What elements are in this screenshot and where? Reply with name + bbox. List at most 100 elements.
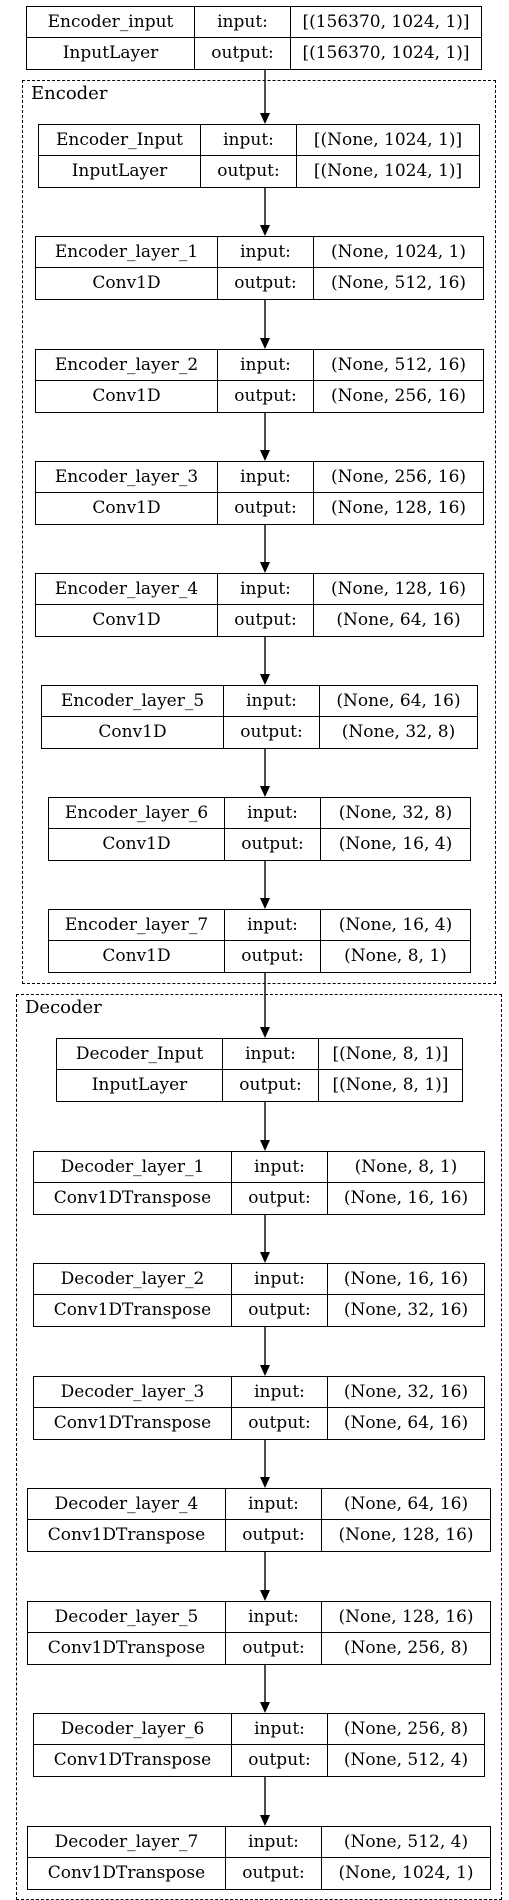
layer-name: Decoder_layer_6 — [34, 1714, 232, 1745]
input-label: input: — [232, 1377, 328, 1408]
input-label: input: — [201, 125, 297, 156]
output-label: output: — [225, 829, 321, 860]
output-label: output: — [226, 1858, 322, 1889]
output-label: output: — [226, 1520, 322, 1551]
layer-type: Conv1D — [36, 605, 218, 636]
output-shape: (None, 64, 16) — [336, 610, 461, 630]
output-shape: (None, 256, 16) — [330, 386, 467, 406]
output-label: output: — [195, 38, 291, 69]
input-shape: (None, 512, 4) — [322, 1827, 490, 1858]
input-label: input: — [218, 462, 314, 493]
input-shape: [(156370, 1024, 1)] — [291, 7, 481, 38]
output-label: output: — [223, 1070, 319, 1101]
input-label: input: — [218, 350, 314, 381]
output-label: output: — [232, 1183, 328, 1214]
output-shape: [(None, 8, 1)] — [332, 1075, 449, 1095]
output-label: output: — [232, 1745, 328, 1776]
output-shape: (None, 512, 16) — [330, 273, 467, 293]
layer-name: Encoder_input — [27, 7, 195, 38]
layer-type: InputLayer — [57, 1070, 223, 1101]
output-label: output: — [218, 268, 314, 299]
output-shape: (None, 64, 16) — [343, 1413, 469, 1433]
output-shape: (None, 128, 16) — [330, 498, 467, 518]
layer-name: Encoder_layer_2 — [36, 350, 218, 381]
layer-type: Conv1DTranspose — [28, 1633, 226, 1664]
layer-name: Decoder_layer_3 — [34, 1377, 232, 1408]
input-label: input: — [195, 7, 291, 38]
input-label: input: — [225, 798, 321, 829]
input-shape: (None, 64, 16) — [320, 686, 477, 717]
layer-type: Conv1DTranspose — [34, 1295, 232, 1326]
input-shape: (None, 32, 16) — [328, 1377, 484, 1408]
layer-type: Conv1DTranspose — [28, 1858, 226, 1889]
layer-type: Conv1D — [49, 829, 225, 860]
input-shape: [(None, 1024, 1)] — [297, 125, 479, 156]
output-shape: [(156370, 1024, 1)] — [302, 43, 470, 63]
output-shape: (None, 16, 4) — [338, 834, 453, 854]
layer-name: Decoder_layer_4 — [28, 1489, 226, 1520]
layer-name: Encoder_layer_1 — [36, 237, 218, 268]
layer-type: Conv1D — [36, 381, 218, 412]
layer-name: Encoder_layer_4 — [36, 574, 218, 605]
output-shape: [(None, 1024, 1)] — [313, 161, 463, 181]
output-label: output: — [232, 1295, 328, 1326]
layer-type: Conv1D — [36, 268, 218, 299]
output-shape: (None, 32, 16) — [343, 1300, 469, 1320]
output-label: output: — [225, 941, 321, 972]
input-label: input: — [232, 1264, 328, 1295]
layer-type: Conv1D — [42, 717, 224, 748]
output-label: output: — [226, 1633, 322, 1664]
layer-name: Encoder_layer_3 — [36, 462, 218, 493]
input-label: input: — [224, 686, 320, 717]
input-shape: (None, 8, 1) — [328, 1152, 484, 1183]
output-shape: (None, 128, 16) — [338, 1525, 474, 1545]
layer-name: Decoder_layer_1 — [34, 1152, 232, 1183]
output-shape: (None, 256, 8) — [343, 1638, 469, 1658]
layer-name: Encoder_layer_7 — [49, 910, 225, 941]
output-shape: (None, 32, 8) — [341, 722, 456, 742]
input-label: input: — [218, 237, 314, 268]
encoder-cluster: Encoder — [22, 80, 496, 984]
layer-type: Conv1DTranspose — [34, 1408, 232, 1439]
layer-name: Decoder_Input — [57, 1039, 223, 1070]
input-label: input: — [223, 1039, 319, 1070]
input-label: input: — [232, 1152, 328, 1183]
input-shape: (None, 32, 8) — [321, 798, 470, 829]
layer-name: Encoder_Input — [39, 125, 201, 156]
input-shape: (None, 16, 4) — [321, 910, 470, 941]
input-shape: (None, 64, 16) — [322, 1489, 490, 1520]
input-shape: (None, 16, 16) — [328, 1264, 484, 1295]
input-shape: (None, 128, 16) — [314, 574, 483, 605]
output-label: output: — [232, 1408, 328, 1439]
layer-type: Conv1DTranspose — [28, 1520, 226, 1551]
layer-name: Decoder_layer_5 — [28, 1602, 226, 1633]
output-label: output: — [218, 493, 314, 524]
layer-name: Decoder_layer_2 — [34, 1264, 232, 1295]
input-shape: (None, 128, 16) — [322, 1602, 490, 1633]
output-label: output: — [218, 605, 314, 636]
input-shape: (None, 256, 8) — [328, 1714, 484, 1745]
input-shape: (None, 1024, 1) — [314, 237, 483, 268]
input-shape: (None, 512, 16) — [314, 350, 483, 381]
layer-type: Conv1D — [49, 941, 225, 972]
output-label: output: — [201, 156, 297, 187]
encoder-cluster-label: Encoder — [31, 83, 108, 104]
output-label: output: — [224, 717, 320, 748]
layer-type: InputLayer — [39, 156, 201, 187]
layer-type: Conv1DTranspose — [34, 1745, 232, 1776]
input-label: input: — [226, 1489, 322, 1520]
